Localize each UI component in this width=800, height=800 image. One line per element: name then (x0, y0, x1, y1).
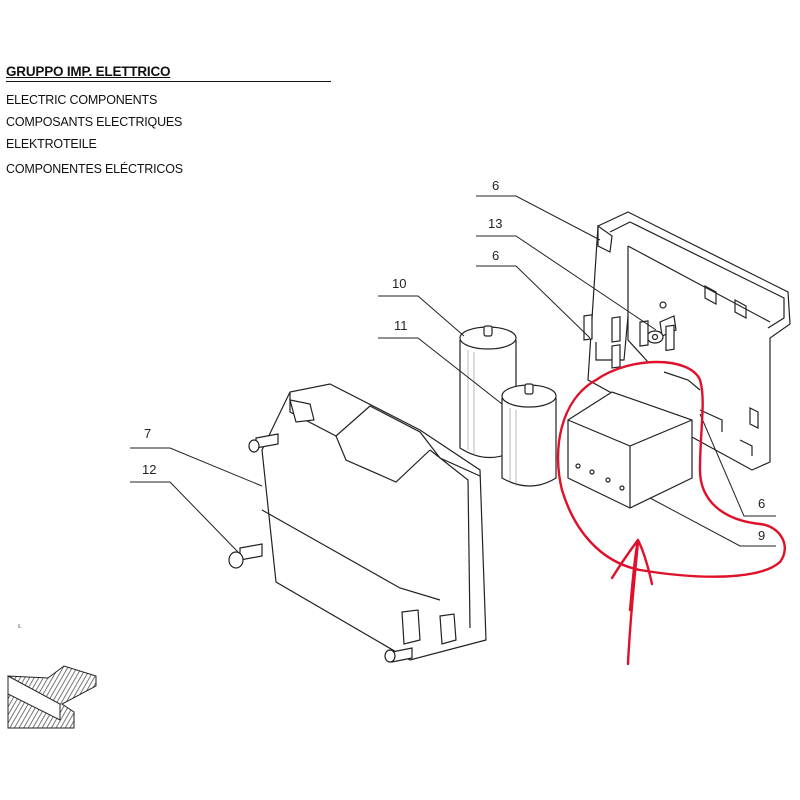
callout-12: 12 (142, 462, 156, 477)
title-french: COMPOSANTS ELECTRIQUES (6, 115, 183, 129)
callout-leaders (130, 195, 776, 553)
title-underline (6, 81, 331, 82)
front-cover-part (261, 383, 487, 661)
red-arrow-annotation (610, 538, 654, 666)
callout-6-bottom: 6 (758, 496, 765, 511)
callout-7: 7 (144, 426, 151, 441)
title-spanish: COMPONENTES ELÉCTRICOS (6, 162, 183, 176)
title-german: ELEKTROTEILE (6, 137, 97, 151)
stray-mark: ı. (18, 623, 22, 630)
diagram-title: GRUPPO IMP. ELETTRICO (6, 64, 171, 79)
screw-12-part (228, 433, 413, 663)
callout-11: 11 (394, 318, 408, 333)
red-annotation (556, 360, 786, 666)
relay-9-part (567, 314, 693, 509)
title-block: GRUPPO IMP. ELETTRICO ELECTRIC COMPONENT… (6, 64, 331, 176)
title-english: ELECTRIC COMPONENTS (6, 93, 158, 107)
capacitor-11-part (501, 383, 557, 487)
red-circle-annotation (556, 360, 786, 578)
callout-6-top: 6 (492, 178, 499, 193)
direction-arrow-icon (7, 665, 97, 729)
callout-9: 9 (758, 528, 765, 543)
callout-6-middle: 6 (492, 248, 499, 263)
callout-13: 13 (488, 216, 502, 231)
callout-10: 10 (392, 276, 406, 291)
